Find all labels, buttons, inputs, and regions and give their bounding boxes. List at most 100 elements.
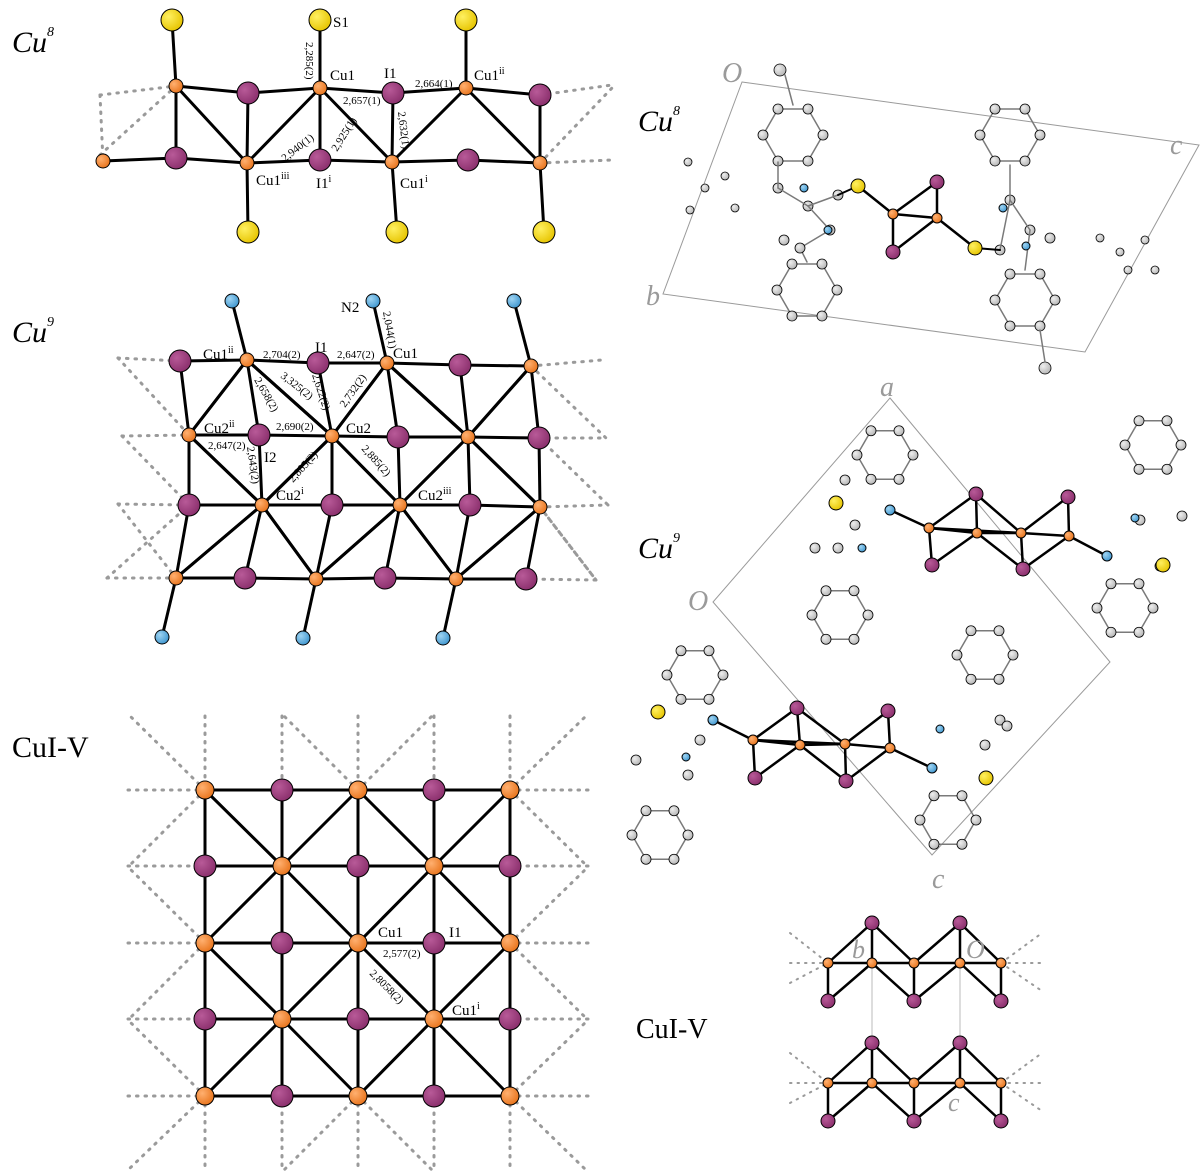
nitrogen-atom	[435, 630, 451, 646]
iodine-atom	[528, 83, 552, 107]
copper-atom	[95, 153, 111, 169]
carbon-atom	[1007, 649, 1019, 661]
carbon-atom	[794, 242, 806, 254]
dotted-extension	[116, 502, 191, 507]
dist-i2-cu2: 2,690(2)	[276, 421, 314, 433]
cu-i-bond	[390, 158, 470, 164]
cu-cu-bond	[432, 1017, 512, 1098]
copper-atom	[839, 738, 851, 750]
sulfur-atom	[978, 770, 994, 786]
cu-i-bond	[178, 359, 191, 437]
copper-atom	[348, 1086, 368, 1106]
copper-atom	[954, 1077, 966, 1089]
cu-cu-bond	[432, 864, 512, 945]
dotted-extension	[116, 356, 191, 437]
cu-i-bond	[174, 503, 264, 580]
dotted-extension	[98, 84, 178, 157]
carbon-atom	[993, 625, 1005, 637]
cu-i-bond	[538, 161, 546, 234]
cu-cu-contact	[245, 358, 334, 438]
cu-i-bond	[330, 361, 389, 438]
label-cu1ii: Cu1ii	[474, 66, 505, 84]
copper-atom	[523, 358, 539, 374]
cu-i-bond	[243, 503, 264, 580]
label-cu1i: Cu1i	[452, 1001, 480, 1019]
dist-cu2-cu2iii: 2,885(2)	[359, 443, 393, 479]
dotted-extension	[529, 364, 608, 440]
copper-atom	[168, 570, 184, 586]
dotted-extension	[126, 865, 207, 945]
carbon-atom	[820, 633, 832, 645]
dotted-extension	[1000, 1052, 1043, 1084]
label-i1: I1	[449, 925, 462, 941]
copper-atom	[500, 933, 520, 953]
carbon-atom	[848, 633, 860, 645]
iodine-atom	[456, 148, 480, 172]
cu-n-bond	[888, 746, 934, 770]
iodine-atom	[820, 993, 836, 1009]
iodine-atom	[514, 567, 538, 591]
cu-n-bond	[301, 577, 318, 640]
copper-atom	[931, 212, 943, 224]
iodine-atom	[498, 854, 522, 878]
cui-bonds	[203, 788, 512, 1098]
cu9-axis-origin: O	[688, 586, 708, 617]
iodine-atom	[929, 174, 945, 190]
iodine-atom	[236, 81, 260, 105]
carbon-atom	[865, 473, 877, 485]
carbon-atom	[1105, 578, 1117, 590]
cu-i-bond	[466, 158, 542, 165]
carbon-atom	[816, 310, 828, 322]
cu-i-bond	[383, 576, 458, 581]
nitrogen-atom	[707, 714, 719, 726]
carbon-atom	[1119, 439, 1131, 451]
cu-i-bond	[529, 364, 541, 440]
nitrogen-atom	[1101, 550, 1113, 562]
cu-cu-bond	[203, 864, 284, 945]
iodine-atom	[308, 148, 332, 172]
copper-atom	[822, 1077, 834, 1089]
cu8-atoms	[95, 8, 556, 244]
carbon-atom	[1019, 155, 1031, 167]
dotted-extension	[508, 1094, 588, 1171]
cu-i-bond	[314, 503, 402, 581]
carbon-atom	[1105, 626, 1117, 638]
cu-n-bond	[230, 299, 249, 362]
cu-i-bond	[1019, 531, 1071, 538]
dotted-extension	[508, 714, 588, 792]
iodine-atom	[952, 1035, 968, 1051]
cu-i-bond	[385, 361, 400, 439]
cu-i-bond	[870, 921, 916, 965]
carbon-atom	[806, 609, 818, 621]
carbon-atom	[1091, 602, 1103, 614]
cu-i-bond	[751, 706, 799, 742]
cu8-axis-c: c	[1170, 130, 1183, 161]
cu-i-bond	[870, 961, 916, 1003]
cu9-cell-molecules	[626, 415, 1188, 865]
cu-i-bond	[243, 576, 318, 581]
copper-atom	[458, 80, 474, 96]
dotted-extension	[282, 714, 360, 792]
dotted-extension	[356, 714, 434, 792]
dotted-extension	[538, 158, 614, 165]
sulfur-atom	[828, 495, 844, 511]
iodine-atom	[458, 493, 482, 517]
carbon-atom	[626, 829, 638, 841]
dist-i1-cu1: 2,647(2)	[337, 349, 375, 361]
carbon-atom	[675, 693, 687, 705]
cu-i-bond	[391, 86, 468, 95]
sulfur-atom	[1155, 557, 1171, 573]
copper-atom	[195, 780, 215, 800]
cu-i-bond	[187, 433, 264, 507]
cu-i-bond	[927, 492, 978, 530]
bond	[999, 199, 1011, 251]
cu-cu-bond	[280, 864, 360, 945]
dotted-extension	[126, 788, 207, 869]
carbon-atom	[816, 258, 828, 270]
iodine-atom	[789, 700, 805, 716]
cu-i-bond	[318, 158, 394, 164]
carbon-atom	[951, 649, 963, 661]
iodine-atom	[346, 1007, 370, 1031]
cui-v-side-panel: CuI-V b O c	[636, 915, 1043, 1129]
